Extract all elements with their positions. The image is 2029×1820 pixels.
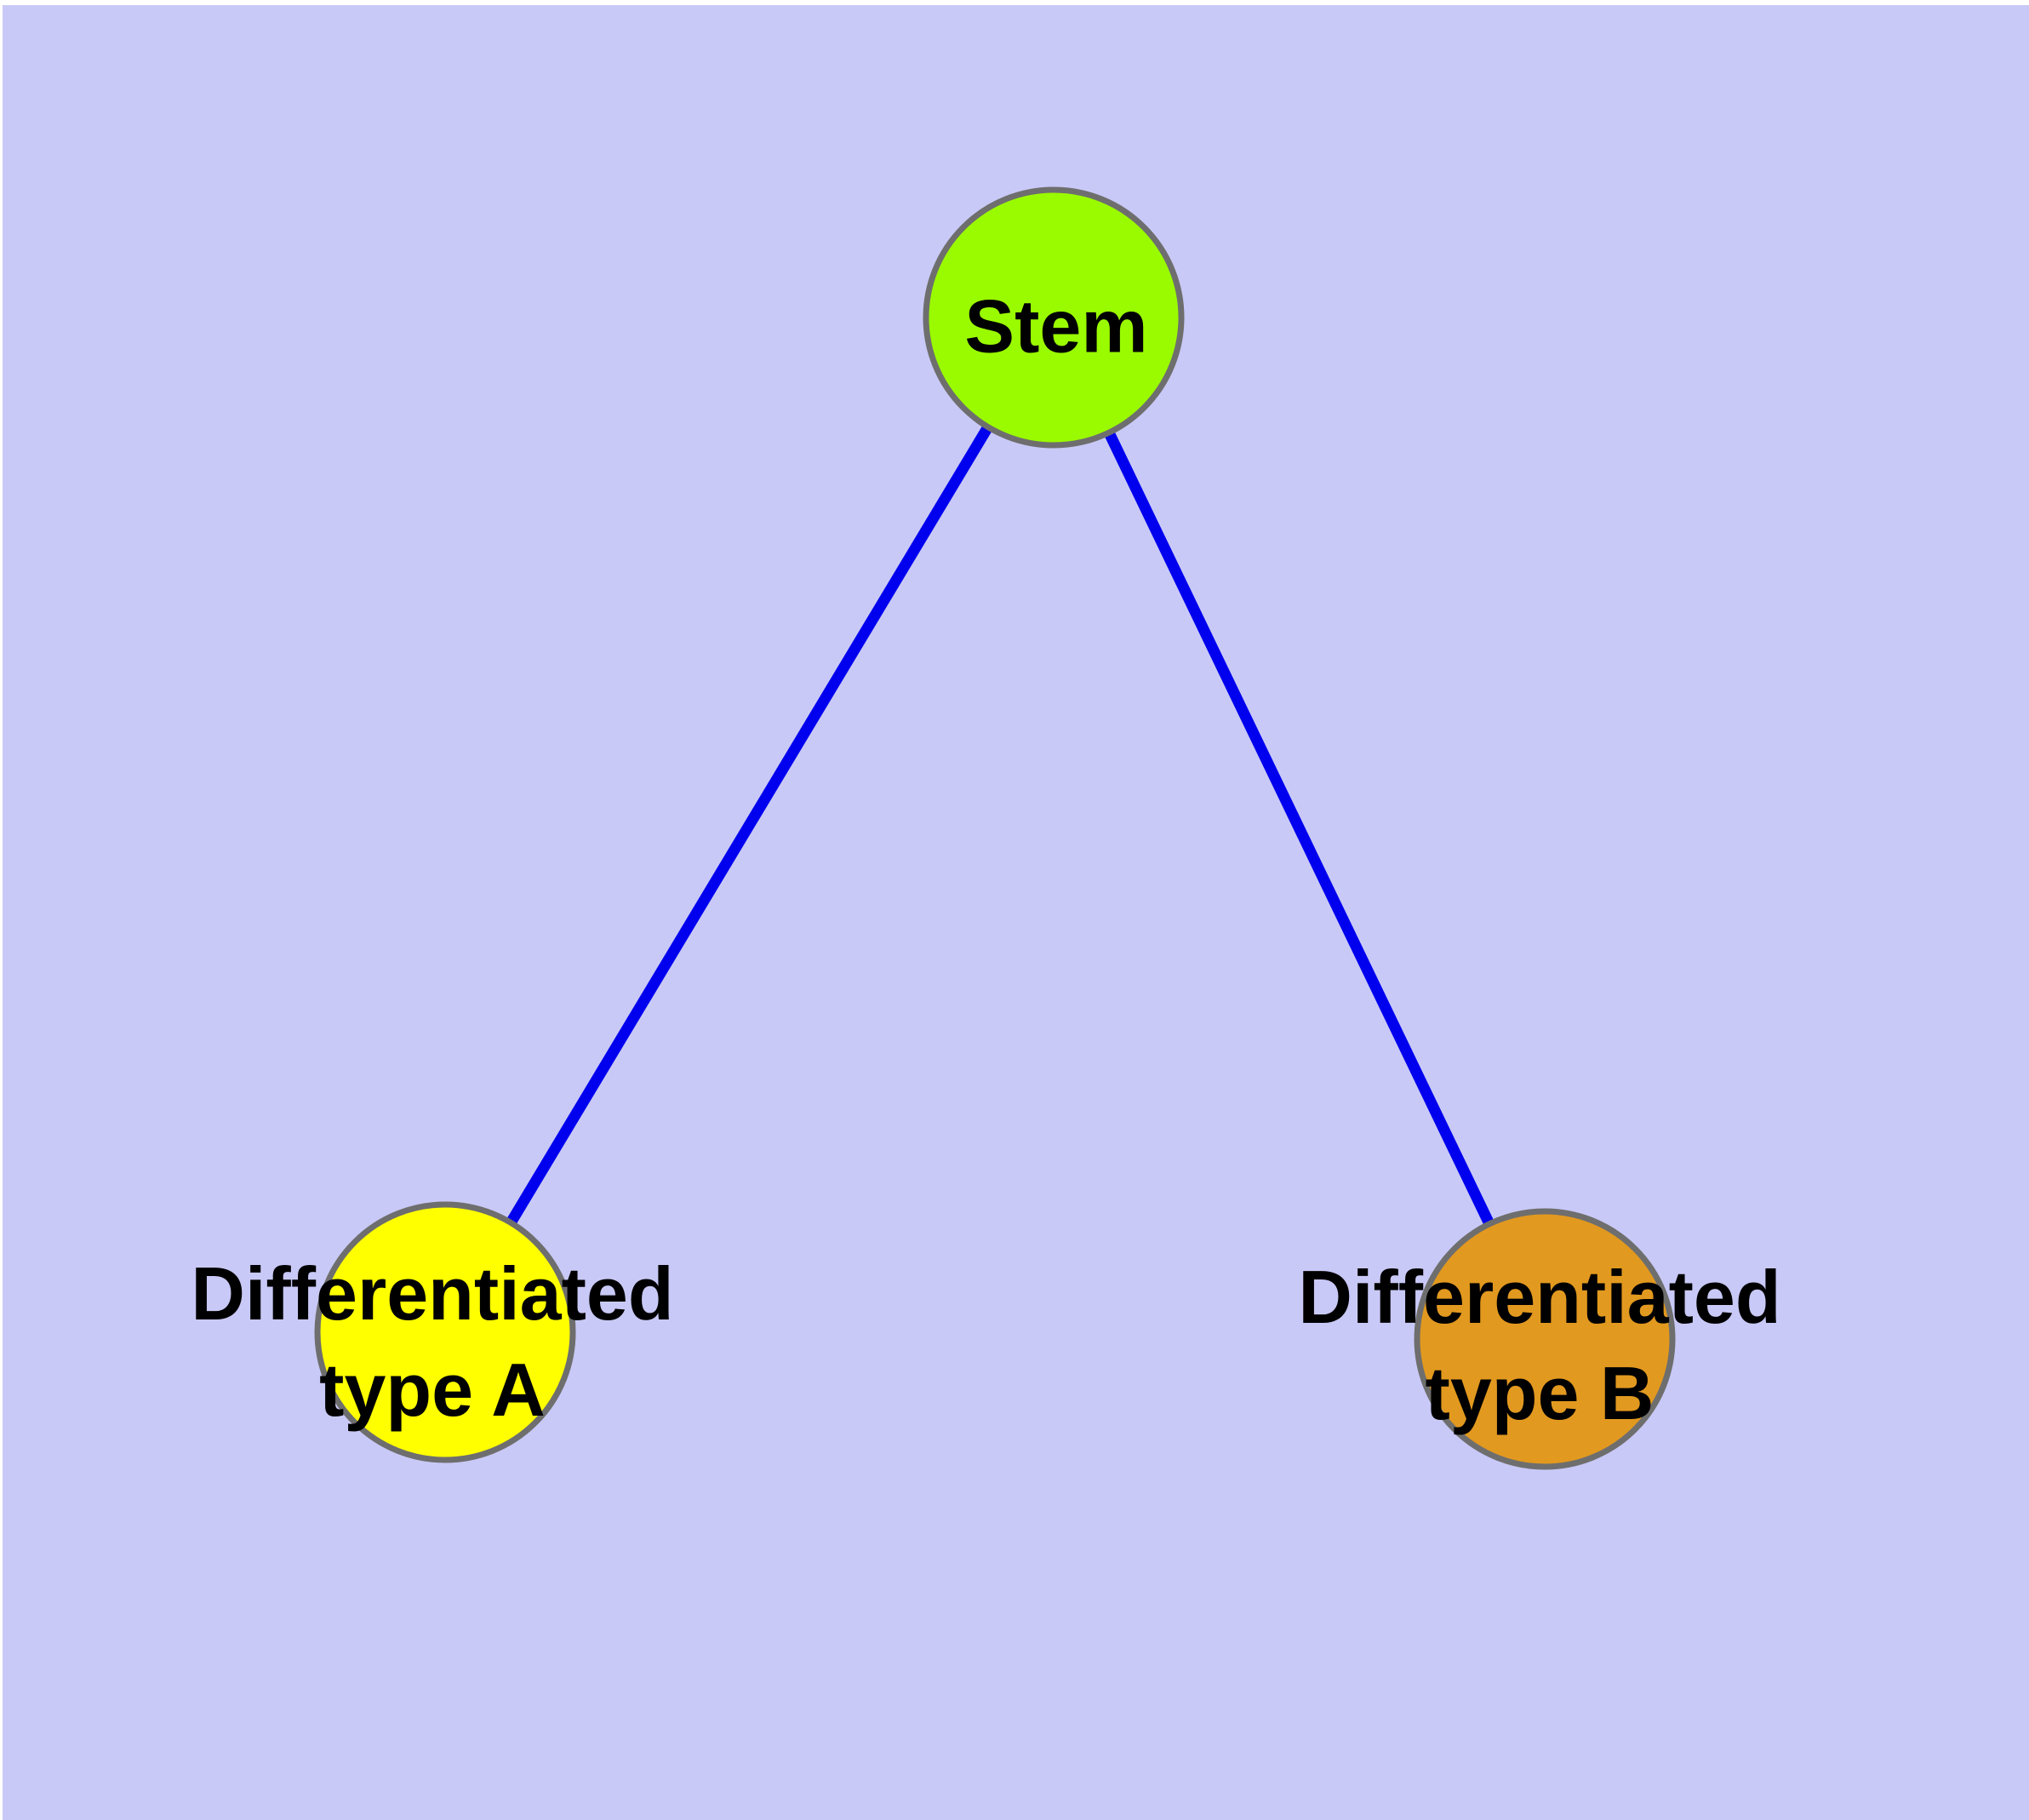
- edge-stem-to-type-a: [440, 314, 1059, 1336]
- node-stem: [923, 186, 1185, 449]
- node-differentiated-type-a: [314, 1201, 576, 1463]
- graph-canvas: Stem Differentiated type A Differentiate…: [3, 5, 2029, 1820]
- node-type-b-label: Differentiated type B: [1298, 1255, 1781, 1435]
- node-type-a-label: Differentiated type A: [191, 1251, 674, 1432]
- edge-stem-to-type-b: [1049, 315, 1550, 1342]
- node-stem-label: Stem: [964, 283, 1148, 369]
- node-differentiated-type-b: [1414, 1208, 1676, 1470]
